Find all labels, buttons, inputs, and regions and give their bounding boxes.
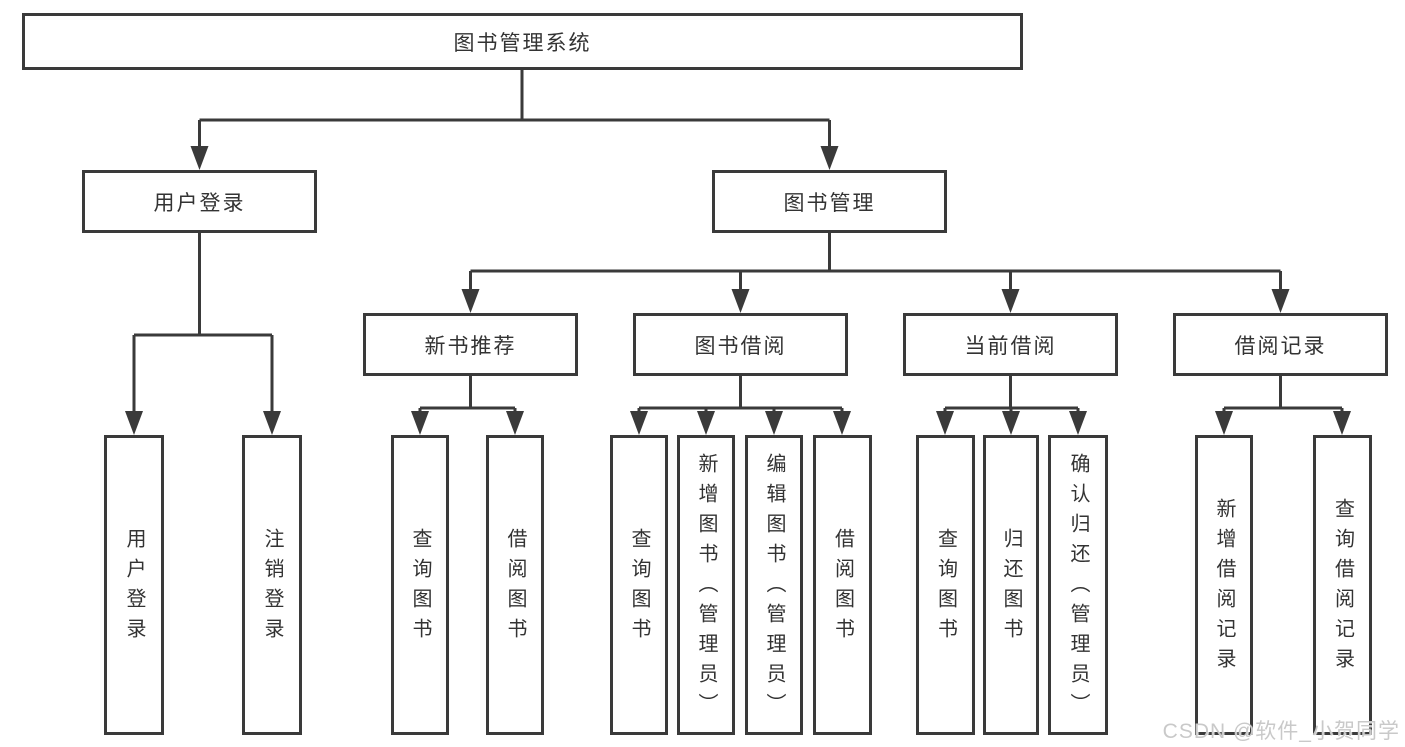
leaf-cb-return-books: 归还图书 <box>983 435 1039 735</box>
leaf-cb-query-books: 查询图书 <box>916 435 975 735</box>
leaf-br-query-borrow-record: 查询借阅记录 <box>1313 435 1372 735</box>
leaf-bb-add-books-admin: 新增图书（管理员） <box>677 435 735 735</box>
arrowhead-icons <box>125 146 1351 435</box>
node-book-management: 图书管理 <box>712 170 947 233</box>
node-borrowing-records: 借阅记录 <box>1173 313 1388 376</box>
leaf-cb-confirm-return-admin: 确认归还（管理员） <box>1048 435 1108 735</box>
leaf-user-login: 用户登录 <box>104 435 164 735</box>
csdn-watermark: CSDN @软件_小贺同学 <box>1162 720 1400 743</box>
node-user-login: 用户登录 <box>82 170 317 233</box>
leaf-bb-borrow-books: 借阅图书 <box>813 435 872 735</box>
node-current-borrowing: 当前借阅 <box>903 313 1118 376</box>
leaf-br-add-borrow-record: 新增借阅记录 <box>1195 435 1253 735</box>
leaf-nbr-borrow-books: 借阅图书 <box>486 435 544 735</box>
node-new-book-recommendation: 新书推荐 <box>363 313 578 376</box>
leaf-logout: 注销登录 <box>242 435 302 735</box>
leaf-bb-query-books: 查询图书 <box>610 435 668 735</box>
node-library-management-system: 图书管理系统 <box>22 13 1023 70</box>
leaf-bb-edit-books-admin: 编辑图书（管理员） <box>745 435 803 735</box>
node-book-borrowing: 图书借阅 <box>633 313 848 376</box>
leaf-nbr-query-books: 查询图书 <box>391 435 449 735</box>
